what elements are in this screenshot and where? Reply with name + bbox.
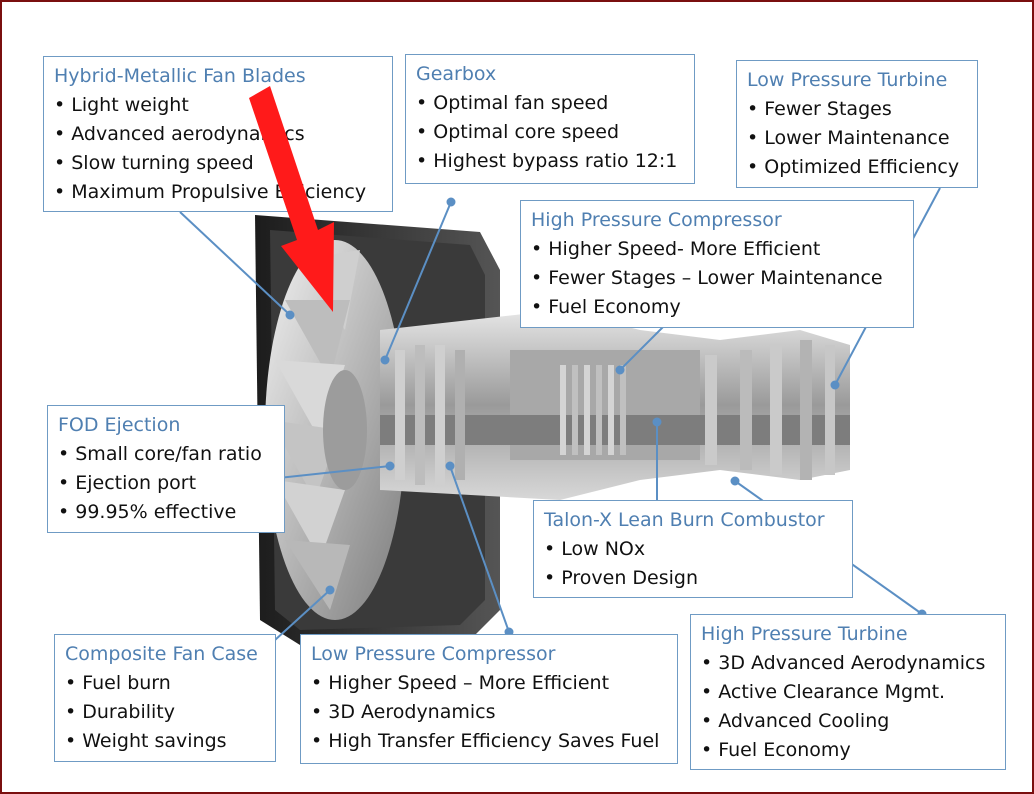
callout-item: Optimal core speed xyxy=(416,118,684,147)
callout-fan-case: Composite Fan Case Fuel burn Durability … xyxy=(54,634,276,762)
callout-title: Gearbox xyxy=(416,63,497,85)
callout-item: Light weight xyxy=(54,91,382,120)
callout-list: Low NOx Proven Design xyxy=(544,535,842,593)
callout-item: Fuel burn xyxy=(65,669,265,698)
callout-item: Lower Maintenance xyxy=(747,124,967,153)
callout-item: Fewer Stages – Lower Maintenance xyxy=(531,264,903,293)
callout-title: FOD Ejection xyxy=(58,414,181,436)
callout-lp-compressor: Low Pressure Compressor Higher Speed – M… xyxy=(300,634,678,764)
callout-item: 3D Aerodynamics xyxy=(311,698,667,727)
callout-item: Advanced aerodynamics xyxy=(54,120,382,149)
callout-list: Higher Speed – More Efficient 3D Aerodyn… xyxy=(311,669,667,756)
callout-title: Composite Fan Case xyxy=(65,643,258,665)
callout-list: 3D Advanced Aerodynamics Active Clearanc… xyxy=(701,649,995,765)
leader-lines xyxy=(179,187,941,641)
callout-list: Higher Speed- More Efficient Fewer Stage… xyxy=(531,235,903,322)
callout-title: Low Pressure Turbine xyxy=(747,69,948,91)
callout-item: Fuel Economy xyxy=(531,293,903,322)
callout-item: Higher Speed – More Efficient xyxy=(311,669,667,698)
callout-item: 3D Advanced Aerodynamics xyxy=(701,649,995,678)
callout-list: Light weight Advanced aerodynamics Slow … xyxy=(54,91,382,207)
callout-title: Talon-X Lean Burn Combustor xyxy=(544,509,825,531)
callout-list: Small core/fan ratio Ejection port 99.95… xyxy=(58,440,274,527)
callout-item: Durability xyxy=(65,698,265,727)
callout-combustor: Talon-X Lean Burn Combustor Low NOx Prov… xyxy=(533,500,853,598)
callout-hp-compressor: High Pressure Compressor Higher Speed- M… xyxy=(520,200,914,328)
callout-item: Highest bypass ratio 12:1 xyxy=(416,147,684,176)
callout-item: Low NOx xyxy=(544,535,842,564)
callout-title: High Pressure Compressor xyxy=(531,209,782,231)
callout-gearbox: Gearbox Optimal fan speed Optimal core s… xyxy=(405,54,695,184)
callout-item: Higher Speed- More Efficient xyxy=(531,235,903,264)
callout-title: Hybrid-Metallic Fan Blades xyxy=(54,65,306,87)
callout-title: Low Pressure Compressor xyxy=(311,643,556,665)
callout-lp-turbine: Low Pressure Turbine Fewer Stages Lower … xyxy=(736,60,978,188)
callout-list: Fewer Stages Lower Maintenance Optimized… xyxy=(747,95,967,182)
callout-item: Advanced Cooling xyxy=(701,707,995,736)
callout-item: High Transfer Efficiency Saves Fuel xyxy=(311,727,667,756)
callout-item: Fewer Stages xyxy=(747,95,967,124)
callout-item: 99.95% effective xyxy=(58,498,274,527)
callout-item: Optimized Efficiency xyxy=(747,153,967,182)
callout-fan-blades: Hybrid-Metallic Fan Blades Light weight … xyxy=(43,56,393,212)
callout-item: Ejection port xyxy=(58,469,274,498)
callout-list: Fuel burn Durability Weight savings xyxy=(65,669,265,756)
callout-hp-turbine: High Pressure Turbine 3D Advanced Aerody… xyxy=(690,614,1006,770)
fan-blades xyxy=(265,240,405,620)
callout-item: Weight savings xyxy=(65,727,265,756)
callout-title: High Pressure Turbine xyxy=(701,623,908,645)
compressor-stages xyxy=(395,345,626,485)
callout-list: Optimal fan speed Optimal core speed Hig… xyxy=(416,89,684,176)
callout-item: Maximum Propulsive Efficiency xyxy=(54,178,382,207)
callout-item: Proven Design xyxy=(544,564,842,593)
callout-item: Fuel Economy xyxy=(701,736,995,765)
callout-item: Optimal fan speed xyxy=(416,89,684,118)
callout-fod-ejection: FOD Ejection Small core/fan ratio Ejecti… xyxy=(47,405,285,533)
turbine-stages xyxy=(705,340,835,480)
callout-item: Active Clearance Mgmt. xyxy=(701,678,995,707)
callout-item: Small core/fan ratio xyxy=(58,440,274,469)
callout-item: Slow turning speed xyxy=(54,149,382,178)
